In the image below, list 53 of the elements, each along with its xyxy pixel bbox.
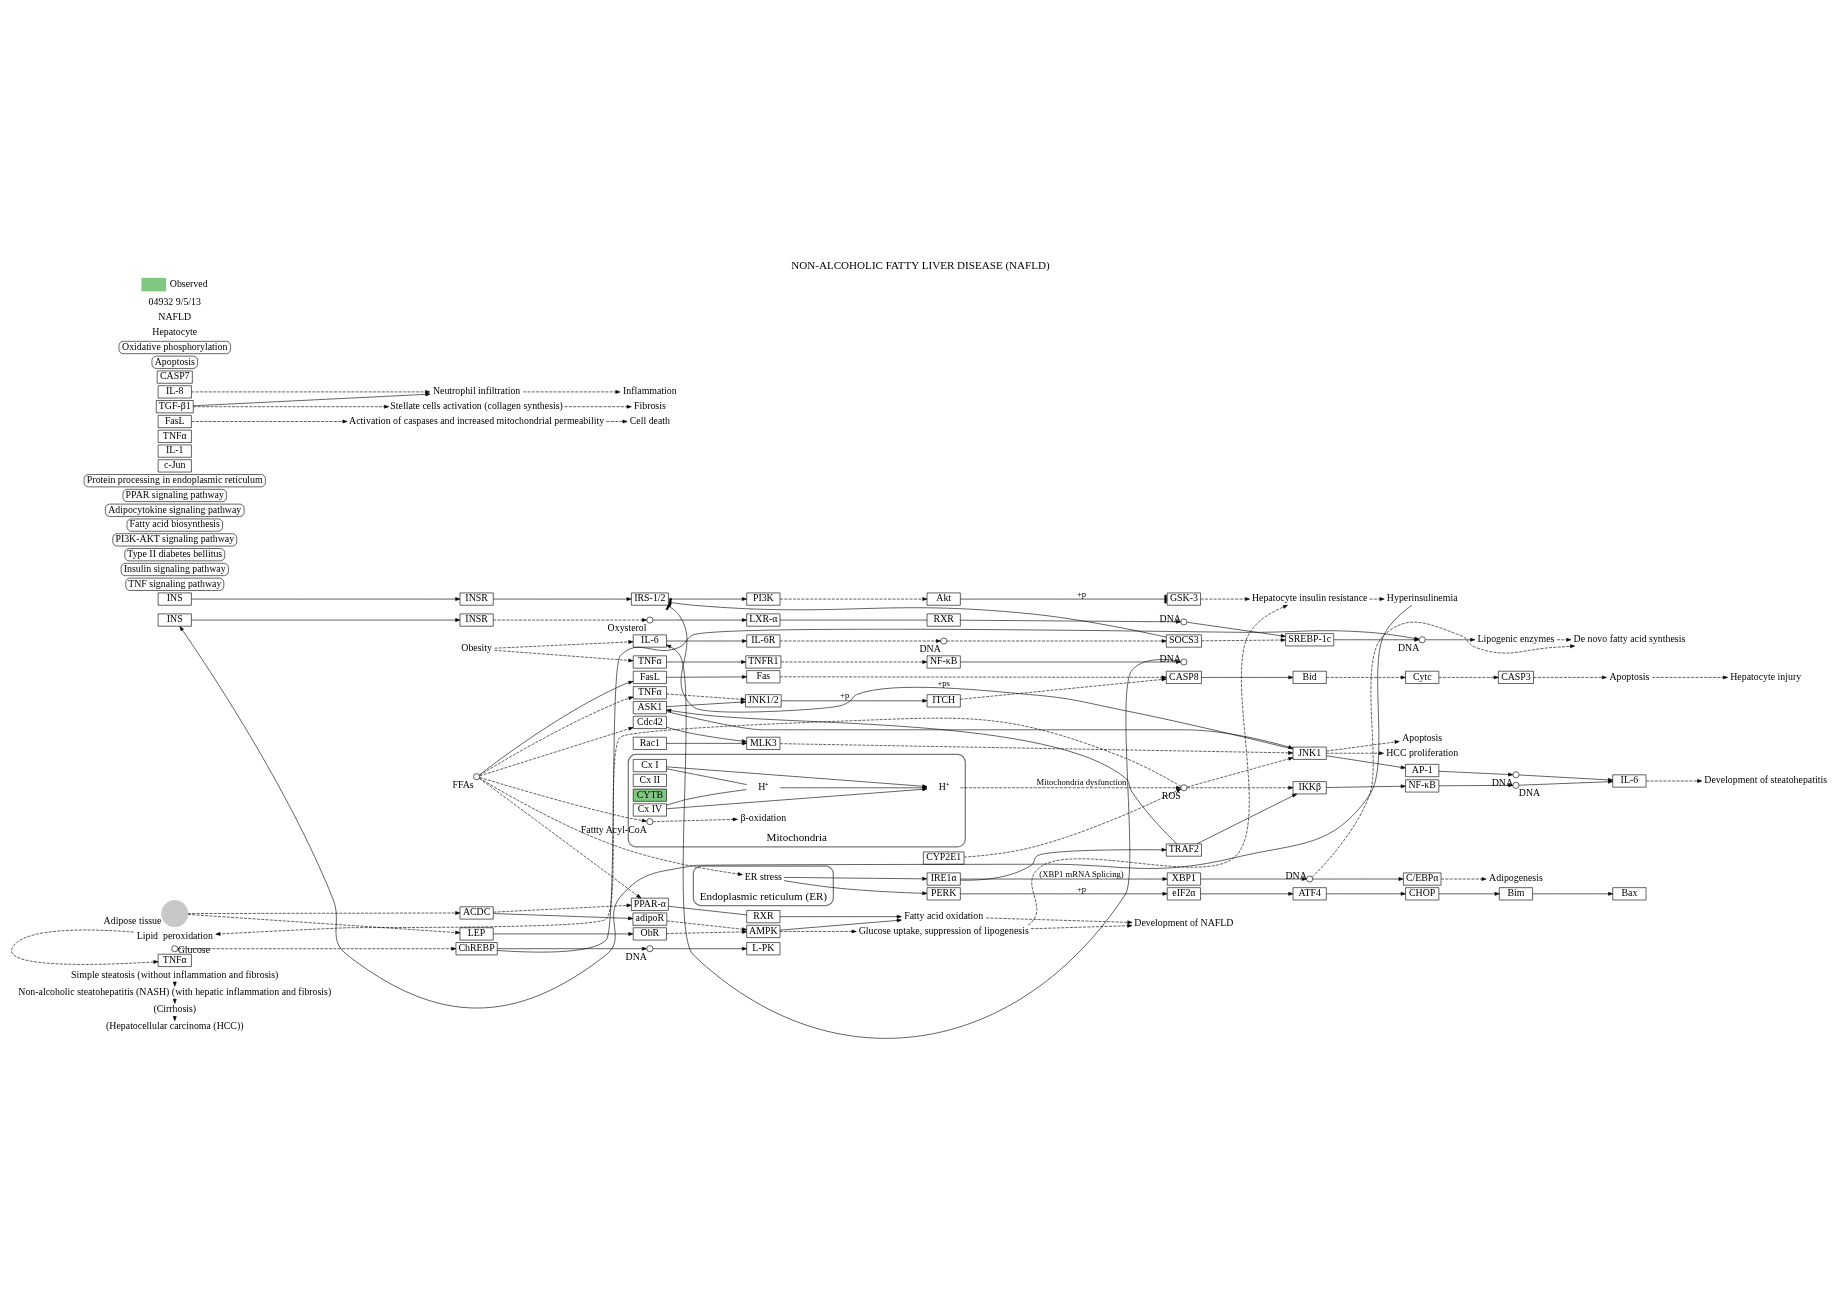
node-label: DNA <box>1397 641 1420 653</box>
node-label: Adipose tissue <box>103 914 162 926</box>
node-text: Non-alcoholic steatohepatitis (NASH) (with hepatic inflammation and fibrosis) <box>18 985 332 997</box>
node-text: Adipogenesis <box>1489 872 1543 884</box>
node-label: DNA <box>1159 652 1181 664</box>
node-text: Simple steatosis (without inflammation and fibrosis) <box>71 968 279 980</box>
node-label: DNA <box>919 642 941 654</box>
node-text: Development of steatohepatitis <box>1704 774 1828 786</box>
label: Hepatocyte <box>152 326 198 338</box>
node-text: H⁺ <box>758 781 769 793</box>
node-text: Hepatocyte insulin resistance <box>1251 592 1368 604</box>
label: NAFLD <box>158 311 192 323</box>
node-text: De novo fatty acid synthesis <box>1573 633 1686 645</box>
node-text: Activation of caspases and increased mitochondrial permeability <box>349 414 605 426</box>
node-text: Apoptosis <box>1609 670 1650 682</box>
node-label: DNA <box>625 950 647 962</box>
node-text: H⁺ <box>938 781 949 793</box>
node-label: Glucose <box>177 944 211 956</box>
node-text: Lipogenic enzymes <box>1477 633 1555 645</box>
node-text: Apoptosis <box>1402 731 1443 743</box>
node-text: ER stress <box>744 870 782 882</box>
node-label: FFAs <box>452 778 474 790</box>
node-text: Hyperinsulinemia <box>1386 592 1458 604</box>
node-text: (Hepatocellular carcinoma (HCC)) <box>106 1020 244 1032</box>
node-text: Glucose uptake, suppression of lipogenesis <box>858 924 1029 936</box>
node-text: HCC proliferation <box>1386 746 1459 758</box>
legend-label: Observed <box>169 277 208 289</box>
node-text: Inflammation <box>623 385 677 397</box>
node-label: DNA <box>1159 612 1181 624</box>
node-text: (Cirrhosis) <box>153 1003 197 1015</box>
node-text: β-oxidation <box>740 811 787 823</box>
diagram-title: NON-ALCOHOLIC FATTY LIVER DISEASE (NAFLD) <box>791 258 1050 271</box>
node-label: DNA <box>1518 787 1541 799</box>
edge-label: +ps <box>937 677 950 688</box>
node-text: Development of NAFLD <box>1134 917 1234 929</box>
edge-label: +p <box>840 690 850 701</box>
node-label: DNA <box>1285 869 1307 881</box>
edge-label: Mitochondria dysfunction <box>1036 777 1127 788</box>
node-text: Cell death <box>629 414 670 426</box>
node-text: Fatty acid oxidation <box>904 909 984 921</box>
label: 04932 9/5/13 <box>148 296 201 308</box>
node-label: Oxysterol <box>607 622 647 634</box>
node-label: DNA <box>1491 776 1514 788</box>
node-text: Obesity <box>461 642 492 654</box>
node-text: Fibrosis <box>633 400 666 412</box>
node-label: ROS <box>1161 789 1181 801</box>
node-text: Lipid peroxidation <box>136 929 213 941</box>
node-text: Neutrophil infiltration <box>432 385 521 397</box>
edge-label: (XBP1 mRNA Splicing) <box>1039 868 1124 879</box>
node-text: Stellate cells activation (collagen synthesis) <box>390 400 563 412</box>
edge-label: +p <box>1076 588 1087 599</box>
node-text: Hepatocyte injury <box>1730 670 1802 682</box>
edge-label: +p <box>1076 883 1087 894</box>
